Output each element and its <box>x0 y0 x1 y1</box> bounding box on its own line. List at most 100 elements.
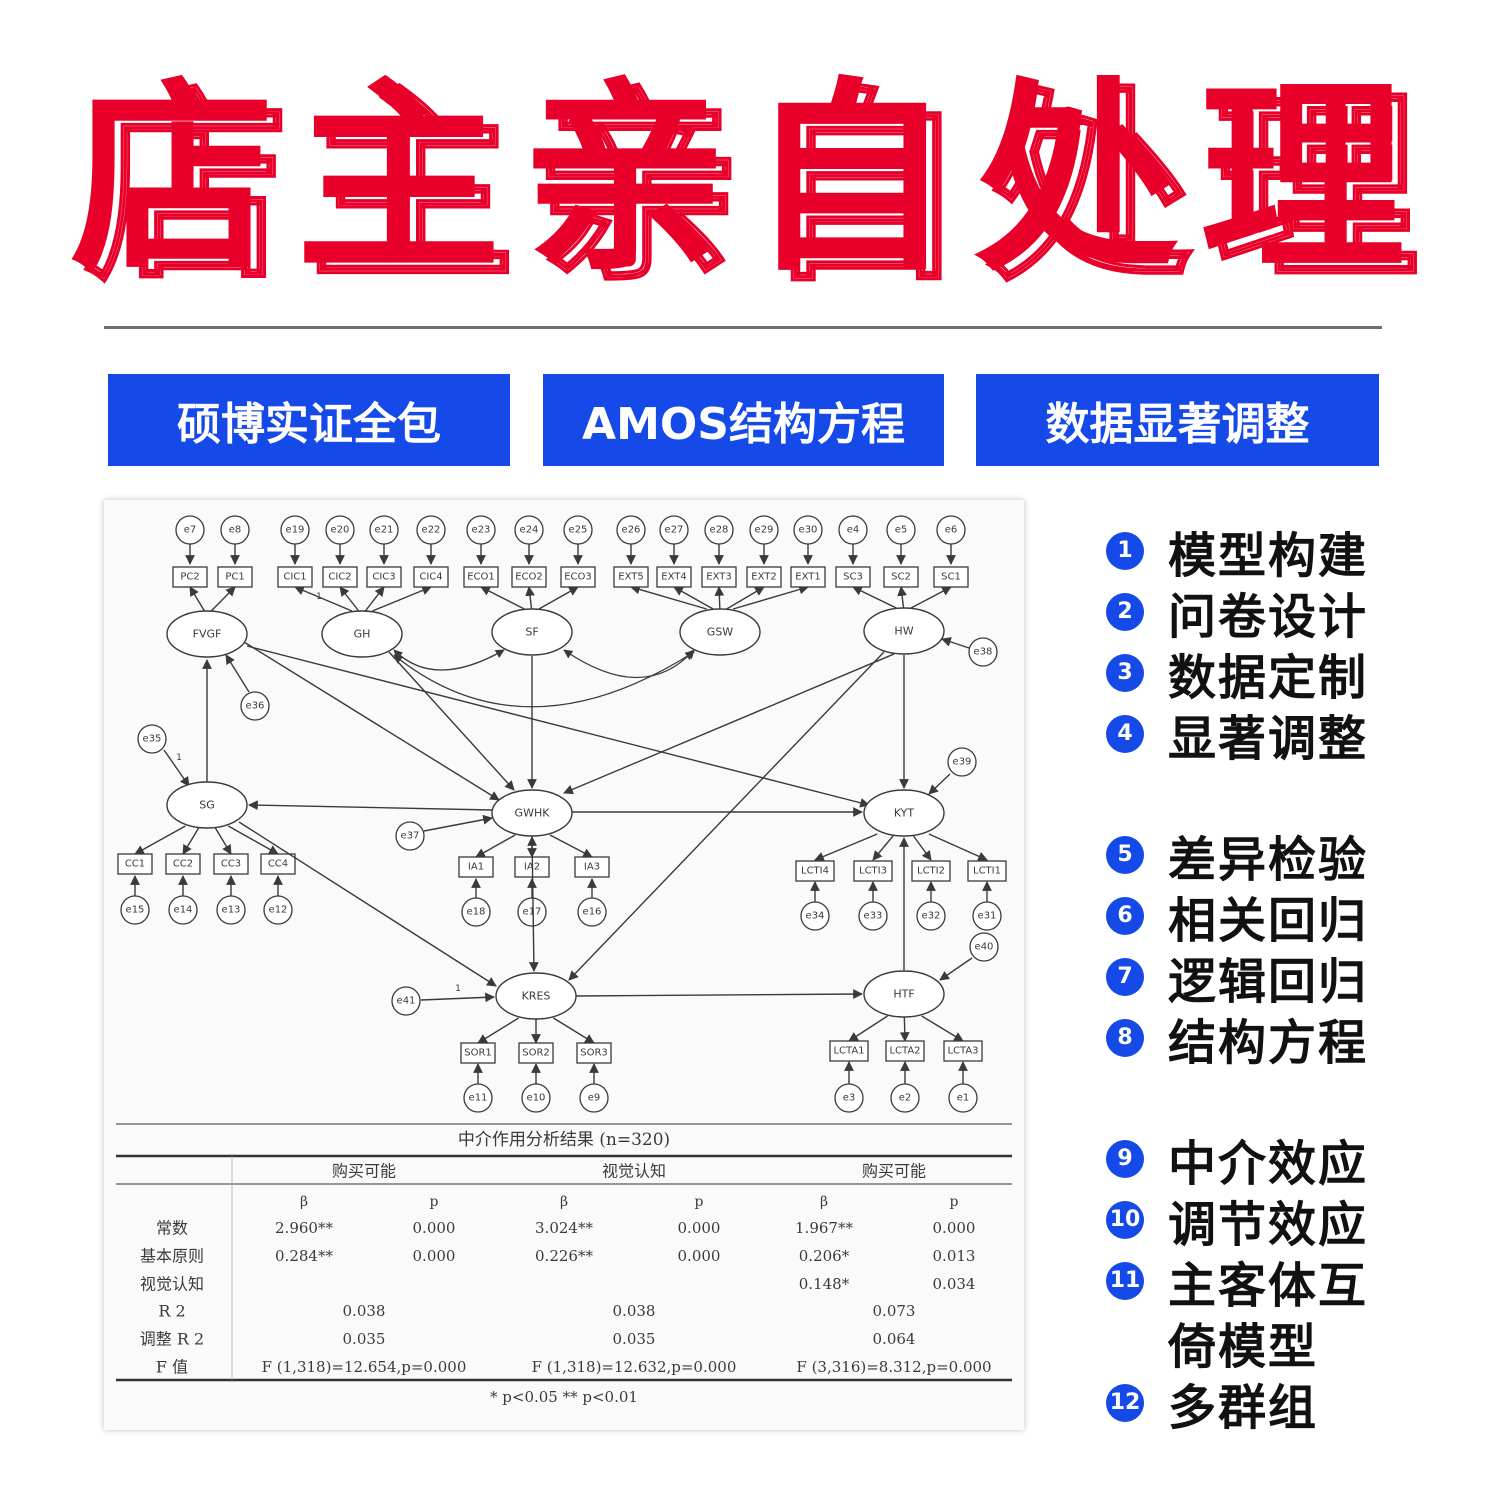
table-cell: 0.038 <box>343 1302 386 1320</box>
latent-label: KRES <box>522 990 551 1003</box>
indicator-box <box>746 566 782 588</box>
error-label: e33 <box>864 911 883 922</box>
table-row-label: 视觉认知 <box>140 1275 204 1294</box>
indicator-label: EXT1 <box>795 572 820 583</box>
number-badge-icon: 6 <box>1106 896 1144 935</box>
error-term-icon <box>886 515 916 545</box>
loading-arrow <box>911 833 932 861</box>
loading-arrow <box>477 1017 519 1044</box>
error-label: e12 <box>269 905 288 916</box>
indicator-box <box>790 566 826 588</box>
table-subheader: β <box>300 1194 308 1210</box>
error-label: e16 <box>583 907 602 918</box>
error-label: e18 <box>467 907 486 918</box>
indicator-box <box>967 860 1007 882</box>
path-arrow <box>246 645 870 808</box>
path-arrow <box>238 821 497 987</box>
error-label: e5 <box>895 525 908 536</box>
table-note: * p<0.05 ** p<0.01 <box>490 1388 638 1406</box>
indicator-label: ECO2 <box>515 572 543 583</box>
indicator-label: EXT5 <box>618 572 643 583</box>
indicator-box <box>885 1040 925 1062</box>
path-arrow <box>388 651 515 791</box>
list-gap <box>1106 764 1466 824</box>
error-term-icon <box>416 515 446 545</box>
service-label: 倚模型 <box>1168 1318 1319 1375</box>
error-label: e41 <box>397 996 416 1007</box>
table-subheader: p <box>430 1194 439 1210</box>
sem-diagram: e7PC2e8PC1e19CIC1e20CIC2e21CIC3e22CIC4e2… <box>116 515 1012 1406</box>
error-label: e4 <box>847 525 860 536</box>
table-cell: 2.960** <box>275 1219 333 1237</box>
service-label: 主客体互 <box>1168 1257 1369 1314</box>
headline-char-shadow: 处 <box>987 70 1195 311</box>
latent-label: SF <box>525 626 538 639</box>
loading-arrow <box>475 834 516 858</box>
loading-arrow <box>210 586 236 612</box>
error-label: e3 <box>843 1093 856 1104</box>
indicator-label: IA1 <box>468 862 484 873</box>
loading-arrow <box>189 586 206 612</box>
latent-variable-icon <box>491 789 573 837</box>
path-label: 1 <box>455 984 461 994</box>
loading-arrow <box>134 825 186 855</box>
error-label: e21 <box>375 525 394 536</box>
indicator-box <box>260 853 296 875</box>
error-term-icon <box>858 901 888 931</box>
table-title: 中介作用分析结果 (n=320) <box>458 1130 670 1150</box>
error-term-icon <box>972 901 1002 931</box>
indicator-box <box>413 566 449 588</box>
indicator-box <box>518 1042 554 1064</box>
error-term-icon <box>391 986 421 1016</box>
error-label: e36 <box>246 701 265 712</box>
error-term-icon <box>577 897 607 927</box>
indicator-label: SC3 <box>843 572 863 583</box>
table-subheader: β <box>820 1194 828 1210</box>
error-term-icon <box>800 901 830 931</box>
error-label: e14 <box>174 905 193 916</box>
indicator-label: LCTA1 <box>833 1046 864 1057</box>
indicator-box <box>656 566 692 588</box>
table-cell: 0.073 <box>873 1302 916 1320</box>
error-label: e40 <box>975 942 994 953</box>
error-label: e32 <box>922 911 941 922</box>
path-arrow <box>575 989 863 999</box>
covariance-arrow <box>393 651 695 708</box>
table-row-label: 常数 <box>156 1219 188 1238</box>
loading-arrow <box>553 1017 595 1044</box>
error-label: e7 <box>184 525 197 536</box>
indicator-box <box>795 860 835 882</box>
disturbance-arrow <box>163 749 190 787</box>
service-label: 显著调整 <box>1168 710 1369 767</box>
disturbance-arrow <box>939 957 973 981</box>
indicator-box <box>853 860 893 882</box>
error-term-icon <box>947 747 977 777</box>
indicator-box <box>835 566 871 588</box>
indicator-box <box>460 1042 496 1064</box>
error-label: e17 <box>523 907 542 918</box>
latent-variable-icon <box>495 972 577 1020</box>
indicator-box <box>829 1040 869 1062</box>
table-cell: 0.013 <box>933 1247 976 1265</box>
loading-arrow <box>538 586 579 610</box>
loading-arrow <box>921 1015 964 1042</box>
loading-arrow <box>897 586 907 609</box>
headline-char: 理 <box>1200 61 1405 299</box>
error-term-icon <box>948 1083 978 1113</box>
headline: 店主亲自处理店主亲自处理 <box>70 55 1430 311</box>
indicator-label: SOR3 <box>580 1048 608 1059</box>
error-label: e22 <box>422 525 441 536</box>
service-label: 模型构建 <box>1168 527 1369 584</box>
loading-arrow <box>525 586 535 610</box>
indicator-label: ECO1 <box>467 572 495 583</box>
error-label: e30 <box>799 525 818 536</box>
service-item-continuation: 倚模型 <box>1106 1311 1466 1375</box>
service-label: 结构方程 <box>1168 1014 1369 1071</box>
loading-arrow <box>848 1015 888 1042</box>
error-label: e19 <box>286 525 305 536</box>
error-label: e28 <box>710 525 729 536</box>
